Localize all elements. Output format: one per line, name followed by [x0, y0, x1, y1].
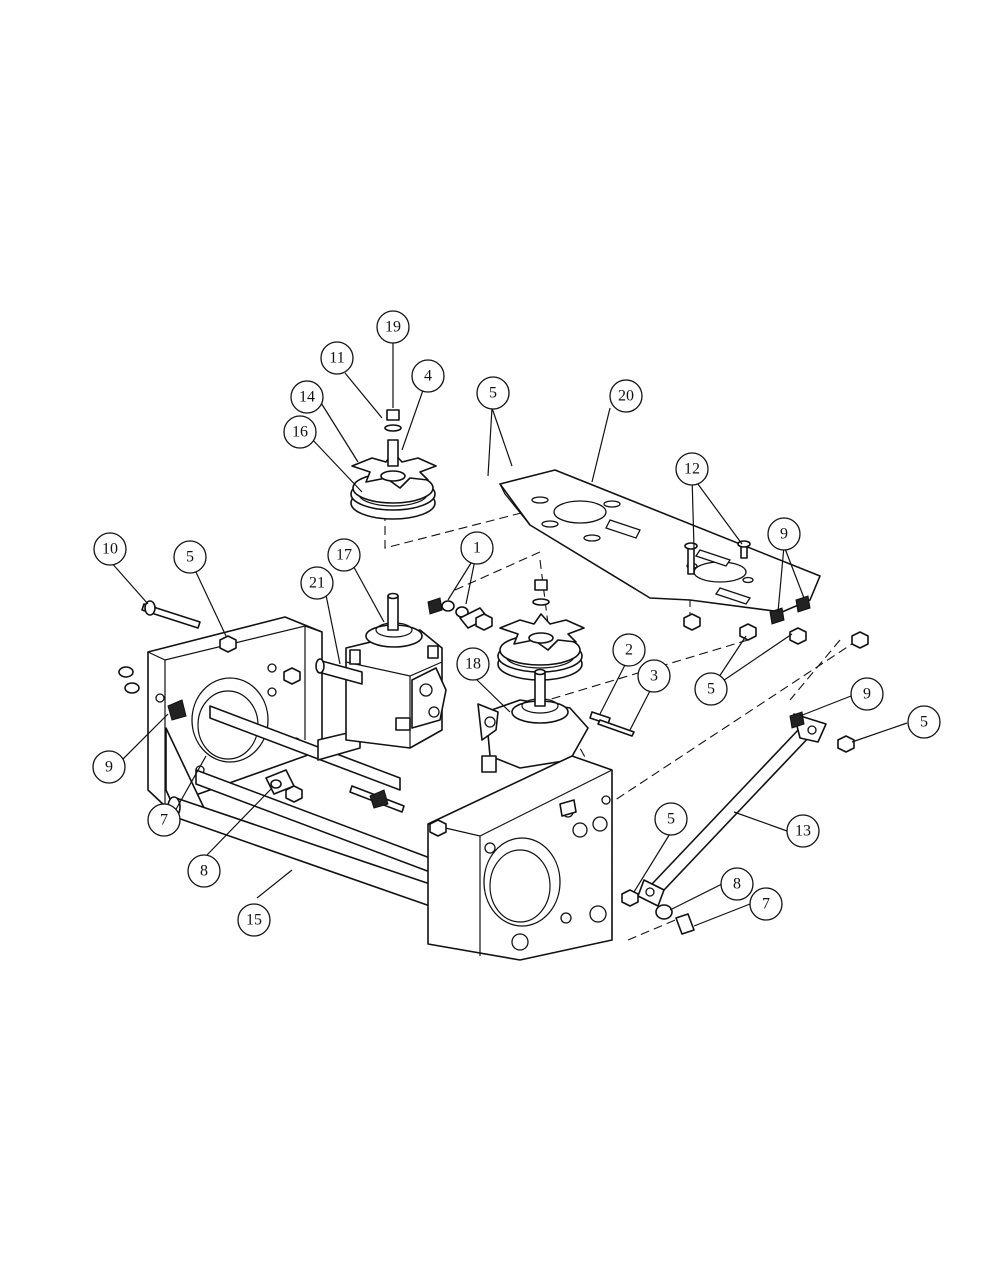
callout-5-brace-label: 5 [920, 714, 928, 731]
callout-14-label: 14 [299, 389, 315, 406]
callout-18: 18 [456, 647, 490, 681]
callout-18-label: 18 [465, 656, 481, 673]
callout-20-label: 20 [618, 388, 634, 405]
callout-21: 21 [300, 566, 334, 600]
callout-13-label: 13 [795, 823, 811, 840]
callout-14: 14 [290, 380, 324, 414]
cross-tube [167, 705, 431, 907]
callout-1: 1 [460, 531, 494, 565]
callout-17-label: 17 [336, 547, 352, 564]
callout-13: 13 [786, 814, 820, 848]
callout-20: 20 [609, 379, 643, 413]
callout-8-right-label: 8 [733, 876, 741, 893]
callout-5-top: 5 [476, 376, 510, 410]
callout-5-mid-label: 5 [707, 681, 715, 698]
callout-17: 17 [327, 538, 361, 572]
callout-9-plate-label: 9 [780, 526, 788, 543]
callout-8-left-label: 8 [200, 863, 208, 880]
callout-9-left-label: 9 [105, 759, 113, 776]
callout-7-right-label: 7 [762, 896, 770, 913]
callout-2: 2 [612, 633, 646, 667]
callout-5-left-label: 5 [186, 549, 194, 566]
callout-5-bottom-label: 5 [667, 811, 675, 828]
callout-8-right: 8 [720, 867, 754, 901]
callout-9-plate: 9 [767, 517, 801, 551]
callout-15-label: 15 [246, 912, 262, 929]
callout-7-left-label: 7 [160, 812, 168, 829]
callout-4-label: 4 [424, 368, 432, 385]
callout-3: 3 [637, 659, 671, 693]
callout-11: 11 [320, 341, 354, 375]
callout-19-label: 19 [385, 319, 401, 336]
callout-5-top-label: 5 [489, 385, 497, 402]
callout-1-label: 1 [473, 540, 481, 557]
callout-10: 10 [93, 532, 127, 566]
callout-9-brace-label: 9 [863, 686, 871, 703]
right-side-plate [349, 755, 613, 961]
callout-5-left: 5 [173, 540, 207, 574]
callout-3-label: 3 [650, 668, 658, 685]
gearbox-right [477, 668, 635, 773]
callout-12: 12 [675, 452, 709, 486]
callout-7-left: 7 [147, 803, 181, 837]
callout-5-brace: 5 [907, 705, 941, 739]
callout-15: 15 [237, 903, 271, 937]
callout-10-label: 10 [102, 541, 118, 558]
callout-4: 4 [411, 359, 445, 393]
brace-bar [621, 711, 855, 935]
bracket-hardware-1 [427, 597, 493, 631]
callout-5-mid: 5 [694, 672, 728, 706]
callout-2-label: 2 [625, 642, 633, 659]
pulley-assembly-top [350, 409, 437, 520]
callout-12-label: 12 [684, 461, 700, 478]
callout-16: 16 [283, 415, 317, 449]
hardware-9-plate [769, 595, 869, 649]
callout-16-label: 16 [292, 424, 308, 441]
callout-9-left: 9 [92, 750, 126, 784]
callout-8-left: 8 [187, 854, 221, 888]
callouts: 19 11 4 14 16 5 20 12 9 10 5 17 1 21 18 … [92, 310, 941, 937]
callout-5-bottom: 5 [654, 802, 688, 836]
leader-lines [109, 343, 908, 927]
gearbox-left [315, 592, 447, 749]
callout-19: 19 [376, 310, 410, 344]
callout-21-label: 21 [309, 575, 325, 592]
pulley-assembly-right [497, 579, 585, 681]
callout-9-brace: 9 [850, 677, 884, 711]
callout-11-label: 11 [329, 350, 344, 367]
bracket-8-left [265, 769, 303, 803]
callout-7-right: 7 [749, 887, 783, 921]
